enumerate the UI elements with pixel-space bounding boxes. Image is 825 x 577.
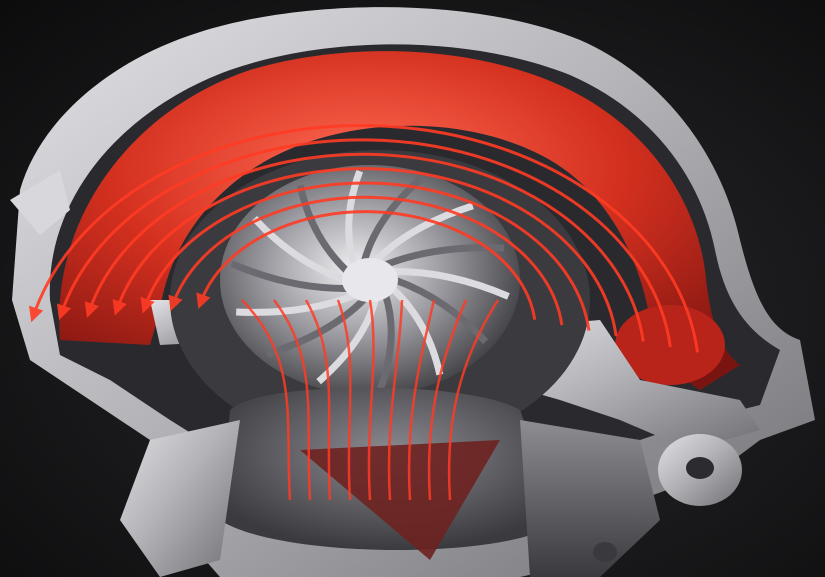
bolt-hole	[686, 457, 714, 479]
lower-bolt	[593, 542, 617, 562]
wheel-hub	[342, 258, 398, 302]
